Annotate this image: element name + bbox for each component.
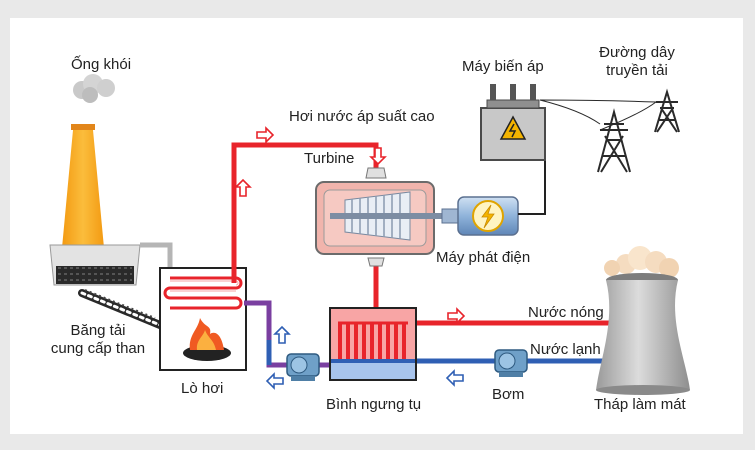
fire-icon <box>183 318 231 361</box>
high-pressure-steam-label: Hơi nước áp suất cao <box>289 108 435 125</box>
hot-water-label: Nước nóng <box>528 304 604 321</box>
generator <box>441 196 519 236</box>
chimney-label: Ống khói <box>71 56 132 73</box>
chimney <box>62 124 104 248</box>
turbine-label: Turbine <box>304 150 355 167</box>
condenser-label: Bình ngưng tụ <box>326 396 422 413</box>
conveyor-label-2: cung cấp than <box>50 340 146 357</box>
conveyor-belt <box>78 289 164 329</box>
transformer-wire <box>518 160 546 215</box>
coal-hopper <box>49 242 173 286</box>
transformer-label: Máy biến áp <box>462 58 544 75</box>
cooling-tower-label: Tháp làm mát <box>594 396 686 413</box>
condenser <box>329 307 417 381</box>
turbine <box>315 167 442 267</box>
power-line-towers <box>539 88 680 173</box>
pump-label: Bơm <box>492 386 525 403</box>
cooling-tower <box>596 273 690 395</box>
transformer <box>480 84 546 161</box>
cold-water-label: Nước lạnh <box>530 341 601 358</box>
flow-arrows <box>234 126 466 390</box>
cooling-tower-steam <box>604 246 679 278</box>
chimney-smoke <box>73 74 115 103</box>
boiler-label: Lò hơi <box>181 380 224 397</box>
power-line-label-2: truyền tải <box>606 62 668 79</box>
power-line-label-1: Đường dây <box>599 44 675 61</box>
pump-icon <box>286 349 528 381</box>
conveyor-label-1: Băng tải <box>70 322 126 339</box>
generator-label: Máy phát điện <box>436 249 531 266</box>
